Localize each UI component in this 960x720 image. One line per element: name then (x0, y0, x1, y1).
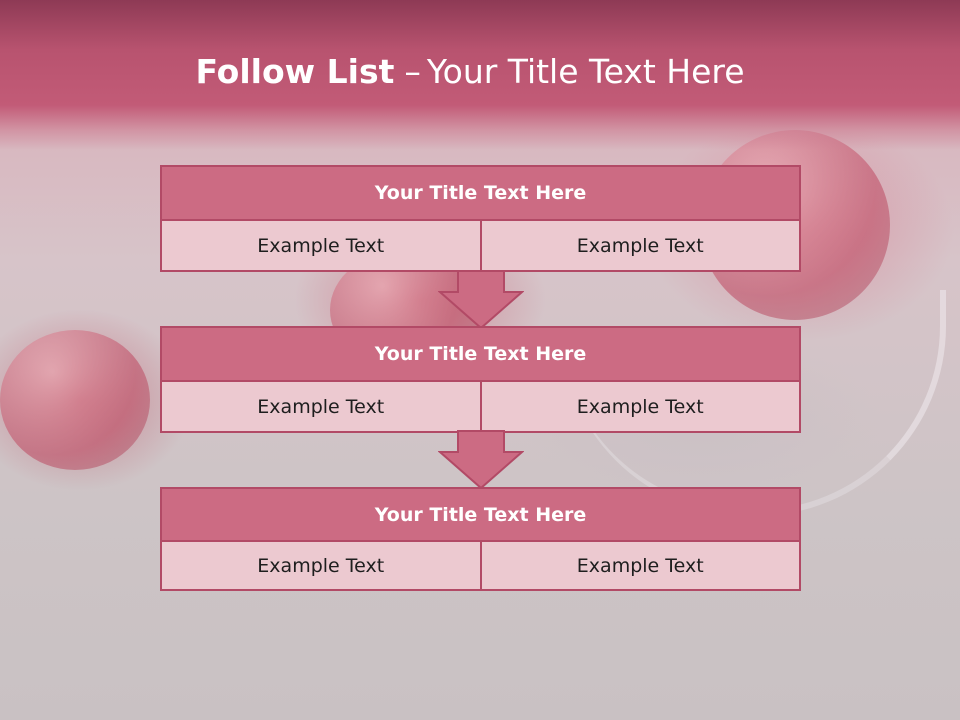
block-row: Example Text Example Text (160, 221, 801, 272)
block-row: Example Text Example Text (160, 542, 801, 591)
list-block-1: Your Title Text Here Example Text Exampl… (160, 165, 801, 272)
slide-title-bold: Follow List (195, 52, 395, 91)
tomato-decoration (0, 330, 150, 470)
down-arrow-icon (438, 270, 524, 330)
block-title: Your Title Text Here (160, 165, 801, 221)
block-title: Your Title Text Here (160, 326, 801, 382)
block-cell-left: Example Text (160, 382, 482, 433)
header-band (0, 0, 960, 150)
list-block-3: Your Title Text Here Example Text Exampl… (160, 487, 801, 591)
block-cell-left: Example Text (160, 221, 482, 272)
slide-title-dash: – (404, 52, 421, 91)
block-cell-left: Example Text (160, 542, 482, 591)
list-block-2: Your Title Text Here Example Text Exampl… (160, 326, 801, 433)
block-cell-right: Example Text (481, 382, 801, 433)
slide-title: Follow List–Your Title Text Here (0, 52, 940, 91)
block-cell-right: Example Text (481, 221, 801, 272)
block-row: Example Text Example Text (160, 382, 801, 433)
block-cell-right: Example Text (481, 542, 801, 591)
down-arrow-icon (438, 430, 524, 490)
slide-title-rest: Your Title Text Here (426, 52, 745, 91)
block-title: Your Title Text Here (160, 487, 801, 542)
